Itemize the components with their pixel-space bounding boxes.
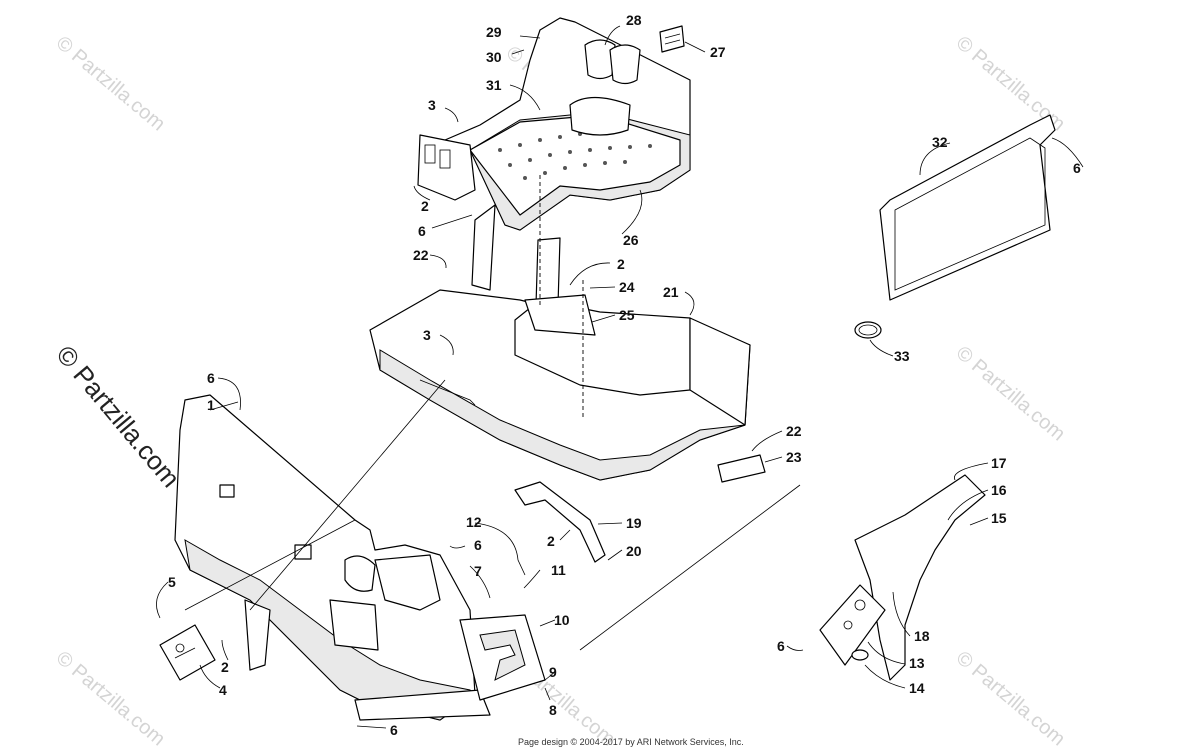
callout-14: 14 [909,680,925,696]
callout-3: 3 [428,97,436,113]
callout-17: 17 [991,455,1007,471]
callout-15: 15 [991,510,1007,526]
callout-3: 3 [423,327,431,343]
callout-2: 2 [221,659,229,675]
callout-6: 6 [390,722,398,738]
floor-pan-assembly [369,204,751,481]
callout-22: 22 [786,423,802,439]
callout-23: 23 [786,449,802,465]
callout-5: 5 [168,574,176,590]
callout-10: 10 [554,612,570,628]
callout-4: 4 [219,682,227,698]
callout-33: 33 [894,348,910,364]
plate-assembly [159,624,216,681]
callout-29: 29 [486,24,502,40]
callout-6: 6 [418,223,426,239]
callout-22: 22 [413,247,429,263]
callout-27: 27 [710,44,726,60]
callout-18: 18 [914,628,930,644]
callout-2: 2 [547,533,555,549]
callout-6: 6 [1073,160,1081,176]
callout-12: 12 [466,514,482,530]
footer-copyright: Page design © 2004-2017 by ARI Network S… [518,737,744,747]
leader-lines [156,25,1084,729]
storage-tray-assembly [417,17,691,231]
callout-9: 9 [549,664,557,680]
watermark-tile: © Partzilla.com [52,32,169,135]
callout-6: 6 [207,370,215,386]
callout-24: 24 [619,279,635,295]
callout-2: 2 [617,256,625,272]
fender-assembly [819,474,986,681]
vent-assembly [459,614,546,701]
callout-32: 32 [932,134,948,150]
callouts: 1 2 2 2 2 3 3 4 5 6 6 6 6 6 6 7 8 9 10 1… [168,12,1081,738]
mud-flap-assembly [854,114,1056,339]
watermark-tile: © Partzilla.com [952,342,1069,445]
callout-7: 7 [474,563,482,579]
callout-25: 25 [619,307,635,323]
callout-30: 30 [486,49,502,65]
callout-6: 6 [474,537,482,553]
callout-20: 20 [626,543,642,559]
watermark-tile: © Partzilla.com [52,647,169,749]
callout-31: 31 [486,77,502,93]
watermark-tile: © Partzilla.com [952,647,1069,749]
callout-16: 16 [991,482,1007,498]
callout-21: 21 [663,284,679,300]
callout-6: 6 [777,638,785,654]
tray-holes [498,130,652,180]
bracket-assembly [514,481,606,563]
guide-lines [184,175,801,651]
front-panel-assembly [174,394,491,721]
callout-2: 2 [421,198,429,214]
callout-19: 19 [626,515,642,531]
bracket-23 [717,454,766,483]
watermark-main: © Partzilla.com [50,340,186,493]
callout-1: 1 [207,397,215,413]
callout-13: 13 [909,655,925,671]
callout-8: 8 [549,702,557,718]
callout-28: 28 [626,12,642,28]
callout-26: 26 [623,232,639,248]
callout-11: 11 [551,562,566,578]
